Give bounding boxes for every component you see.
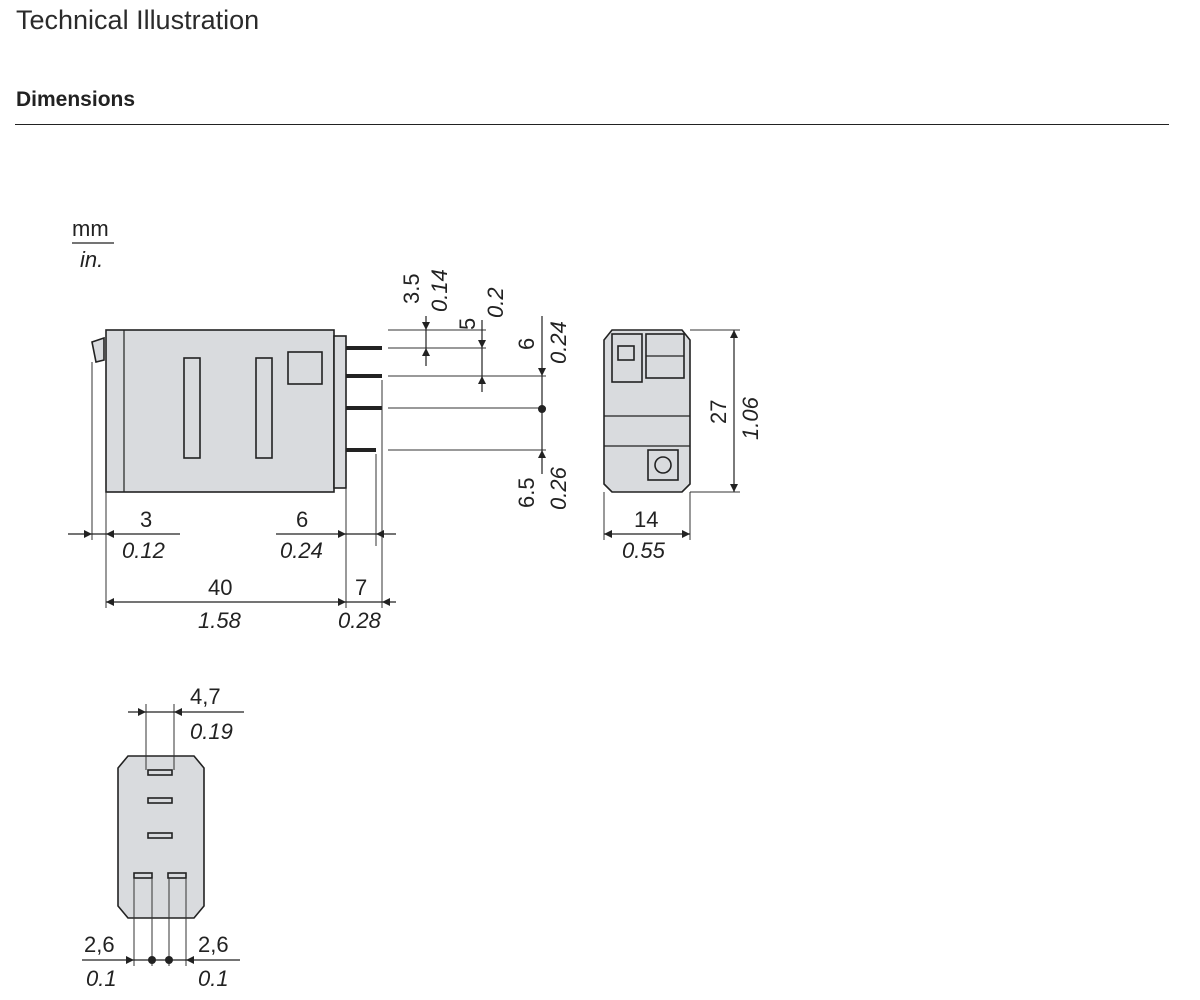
section-title-dimensions: Dimensions xyxy=(16,88,136,111)
dim-pitch-d-mm: 6.5 xyxy=(514,477,539,508)
body-label-window xyxy=(287,351,323,385)
dim-pitch-b-in: 0.2 xyxy=(483,287,508,318)
dim-height-mm: 27 xyxy=(706,400,731,424)
dim-pitch-c-mm: 6 xyxy=(514,338,539,350)
bottom-pin-2 xyxy=(147,797,173,804)
body-slot-left xyxy=(183,357,201,459)
end-view: 27 1.06 14 0.55 xyxy=(603,329,763,563)
dim-pitch-b-mm: 5 xyxy=(455,318,480,330)
dim-pitch-c-in: 0.24 xyxy=(546,321,571,364)
latch-tab xyxy=(91,336,105,363)
dim-pins-in: 0.28 xyxy=(338,608,382,633)
end-latch-button xyxy=(617,345,635,361)
dim-left-tab-mm: 3 xyxy=(140,507,152,532)
body-slot-right xyxy=(255,357,273,459)
dim-height-in: 1.06 xyxy=(738,396,763,440)
dim-pitch-a-in: 0.14 xyxy=(427,269,452,312)
pin-base xyxy=(333,335,347,489)
end-socket-hole xyxy=(654,456,672,474)
dim-length-mm: 40 xyxy=(208,575,232,600)
dim-width-mm: 14 xyxy=(634,507,658,532)
unit-in-label: in. xyxy=(80,247,103,272)
dim-left-tab-in: 0.12 xyxy=(122,538,165,563)
section-divider xyxy=(15,124,1169,125)
dim-pin-offset-in: 0.24 xyxy=(280,538,323,563)
dim-bottom-top-mm: 4,7 xyxy=(190,684,221,709)
dim-bottom-right-mm: 2,6 xyxy=(198,932,229,957)
dim-bottom-top-in: 0.19 xyxy=(190,719,233,744)
dim-pitch-a-mm: 3.5 xyxy=(399,273,424,304)
dim-width-in: 0.55 xyxy=(622,538,666,563)
dim-bottom-left-mm: 2,6 xyxy=(84,932,115,957)
dim-pitch-d-in: 0.26 xyxy=(546,466,571,510)
dim-length-in: 1.58 xyxy=(198,608,242,633)
unit-mm-label: mm xyxy=(72,216,109,241)
page-title: Technical Illustration xyxy=(16,5,260,35)
bottom-pin-1 xyxy=(147,769,173,776)
dim-pin-offset-mm: 6 xyxy=(296,507,308,532)
dim-bottom-right-in: 0.1 xyxy=(198,966,229,991)
bottom-pin-3 xyxy=(147,832,173,839)
side-view: 3.5 0.14 5 0.2 6 0.24 6.5 0.26 3 0.12 6 … xyxy=(68,269,571,633)
dim-pins-mm: 7 xyxy=(355,575,367,600)
bottom-pin-4 xyxy=(133,872,153,879)
dim-bottom-left-in: 0.1 xyxy=(86,966,117,991)
units-legend: mm in. xyxy=(72,216,114,272)
bottom-view: 4,7 0.19 2,6 0.1 2,6 0.1 xyxy=(82,684,244,991)
bottom-pin-5 xyxy=(167,872,187,879)
